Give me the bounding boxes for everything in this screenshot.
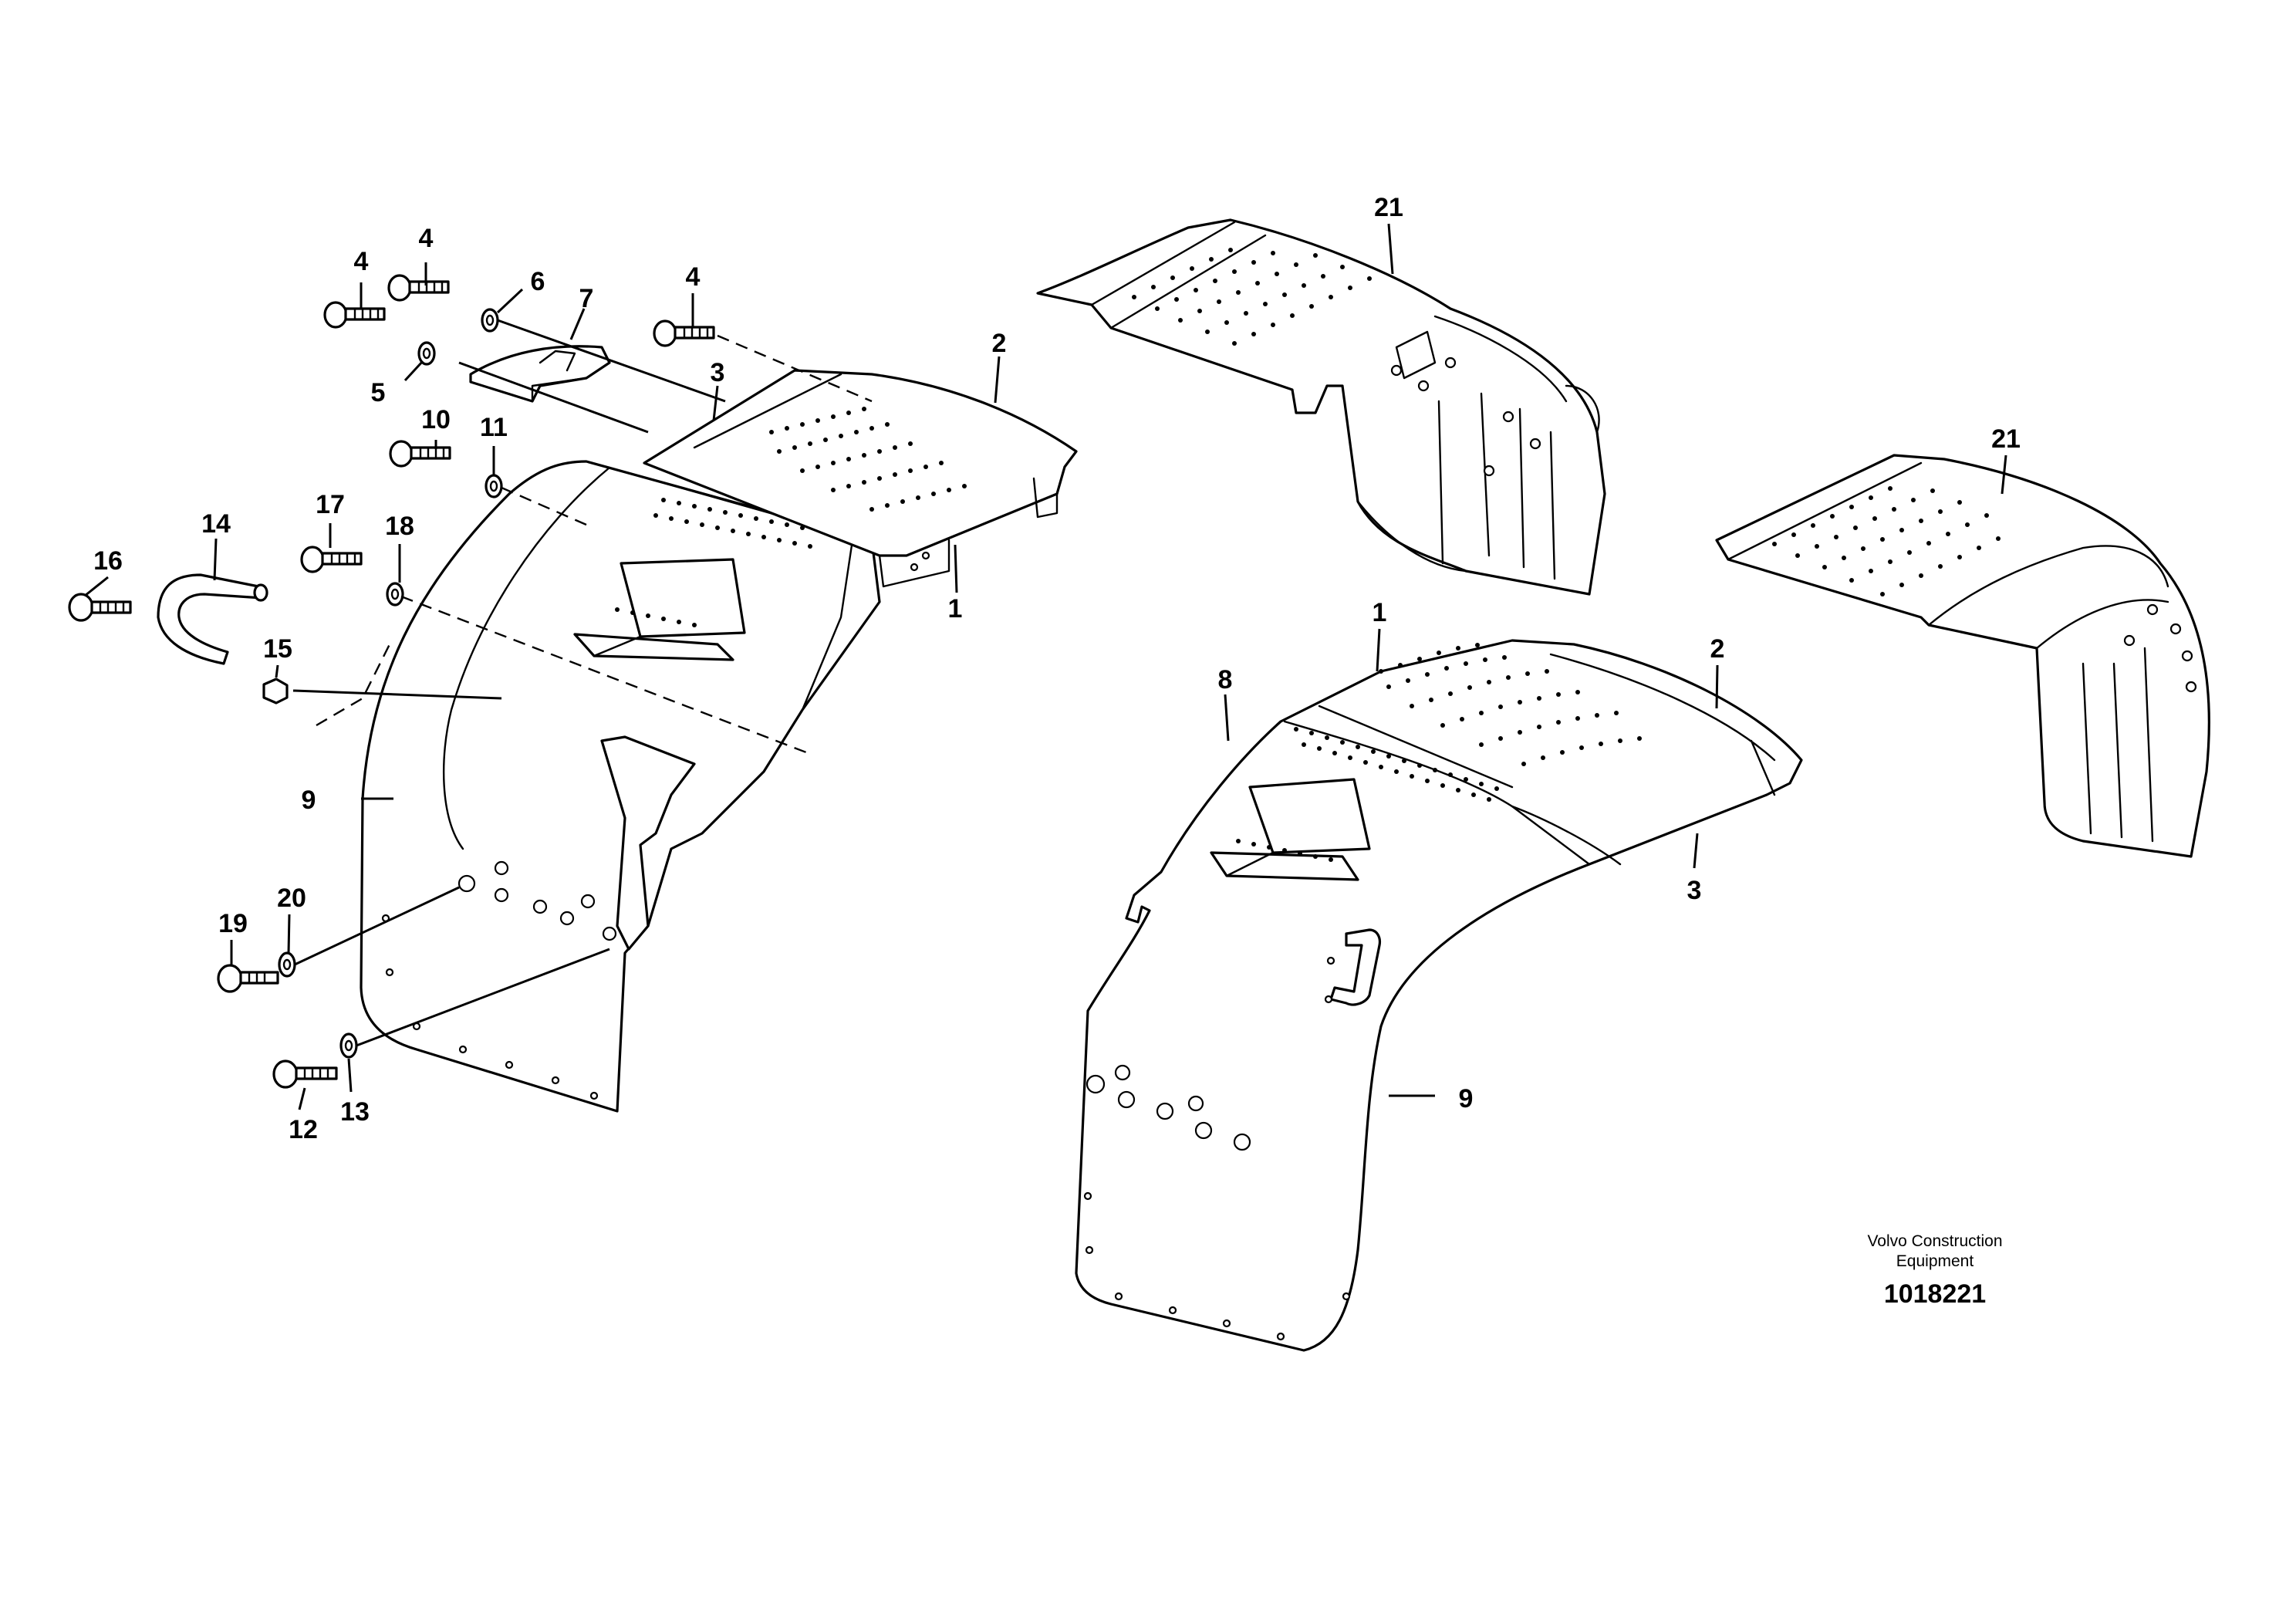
part-21-upper-right [1715, 454, 2210, 858]
callout-3-right: 3 [1687, 876, 1702, 905]
assembly-dash-bolt-4c [717, 334, 873, 403]
assembly-dash-bolt-10 [501, 486, 587, 526]
part-9-mudguard-left [360, 460, 881, 1113]
part-4-bolt-a [323, 301, 386, 329]
callout-3-left: 3 [711, 358, 725, 387]
callout-4-right: 4 [686, 262, 701, 292]
perforation-pattern-center [1236, 643, 1642, 862]
callout-20: 20 [277, 884, 306, 913]
assembly-line-bolt-4b [497, 319, 726, 403]
callout-4-left: 4 [354, 247, 369, 276]
callout-21-center: 21 [1374, 193, 1403, 222]
assembly-line-bolt-19 [294, 886, 460, 966]
fastener-cluster-center [1086, 1064, 1251, 1151]
callout-11: 11 [480, 413, 508, 442]
part-10-bolt [389, 440, 451, 468]
part-5-washer [417, 341, 436, 366]
part-19-bolt [217, 964, 279, 993]
part-6-washer [481, 308, 499, 333]
callout-1-right: 1 [1373, 598, 1387, 627]
assembly-line-bolt-12 [356, 948, 610, 1047]
callout-21-right: 21 [1991, 424, 2021, 454]
part-4-bolt-c [653, 319, 715, 347]
perforation-pattern-21-upper [1132, 248, 1372, 346]
callout-leaders [84, 223, 2007, 1110]
fastener-cluster-left [458, 860, 617, 941]
callout-15: 15 [263, 634, 292, 664]
callout-6: 6 [531, 267, 545, 296]
left-exploded-assembly [68, 274, 1078, 1113]
callout-13: 13 [340, 1097, 370, 1127]
callout-4-top: 4 [419, 224, 434, 253]
callout-2-right: 2 [1710, 634, 1725, 664]
document-number: 1018221 [1884, 1279, 1986, 1309]
callout-7: 7 [579, 284, 594, 313]
part-15-nut [262, 678, 289, 705]
callout-9-left: 9 [302, 786, 316, 815]
assembly-line-bolt-4a [458, 361, 649, 434]
perforation-pattern-1-left [769, 407, 967, 512]
callout-14: 14 [201, 509, 231, 539]
perforation-pattern-9-left [615, 498, 812, 627]
part-14-u-handle [157, 573, 268, 665]
caption-division: Equipment [1896, 1252, 1974, 1270]
callout-9-right: 9 [1459, 1084, 1474, 1113]
part-11-washer [485, 474, 503, 498]
callout-5: 5 [371, 378, 386, 407]
part-13-washer [339, 1032, 358, 1059]
caption-block: Volvo Construction Equipment 1018221 [1867, 1232, 2002, 1309]
assembly-line-nut-15 [292, 689, 502, 700]
part-17-bolt [300, 546, 363, 573]
callout-10: 10 [421, 405, 451, 434]
callout-2-left: 2 [992, 329, 1007, 358]
part-21-upper-center [1036, 218, 1606, 596]
callout-16: 16 [93, 546, 123, 576]
callout-18: 18 [385, 512, 414, 541]
part-4-bolt-b [387, 274, 450, 302]
perforation-pattern-21-right [1772, 486, 2001, 596]
part-20-washer [278, 951, 296, 978]
part-16-bolt [68, 593, 132, 622]
callout-12: 12 [289, 1115, 318, 1144]
callout-labels: 4 4 6 7 4 5 3 2 1 10 11 17 18 14 16 15 9… [93, 193, 2021, 1144]
caption-manufacturer: Volvo Construction [1867, 1232, 2002, 1250]
part-12-bolt [272, 1059, 338, 1089]
part-1-2-top-plate-left [643, 369, 1078, 588]
part-18-washer [386, 582, 404, 607]
part-7-bracket [469, 345, 611, 403]
callout-17: 17 [316, 490, 345, 519]
callout-1-left: 1 [948, 594, 963, 623]
callout-8: 8 [1218, 665, 1233, 694]
callout-19: 19 [218, 909, 248, 938]
assembled-fender-center [1075, 639, 1803, 1352]
assembly-dash-bolt-17 [400, 595, 807, 754]
